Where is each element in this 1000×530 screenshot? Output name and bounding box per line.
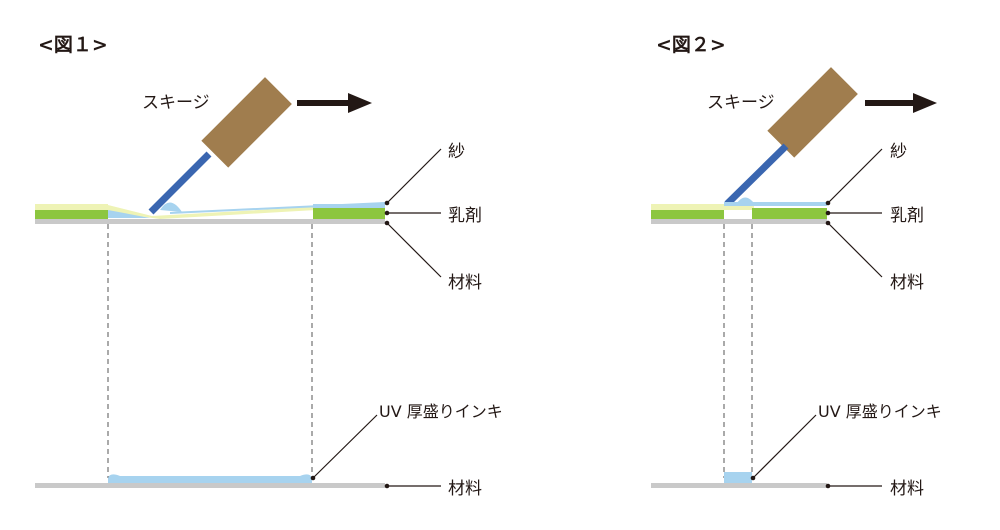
result-material-label: 材料 — [890, 479, 924, 499]
figure-2: <図２> スキージ 紗 乳剤 材料 — [651, 34, 942, 499]
emulsion-left — [35, 210, 108, 219]
printed-ink-2 — [724, 472, 752, 484]
figure-2-title: <図２> — [656, 34, 726, 56]
direction-arrow-2 — [865, 93, 937, 113]
ink-label: UV 厚盛りインキ — [379, 402, 503, 421]
figure-1: <図１> スキージ — [35, 34, 503, 499]
emulsion-right — [752, 208, 827, 219]
result-material-bar-1 — [35, 483, 385, 488]
figure-1-title: <図１> — [38, 34, 108, 56]
material-label: 材料 — [890, 273, 924, 293]
ink-opening-1 — [108, 210, 150, 218]
squeegee-label: スキージ — [707, 93, 775, 113]
mesh-label: 紗 — [448, 142, 465, 162]
result-material-bar-2 — [651, 483, 827, 488]
squeegee-label: スキージ — [142, 93, 210, 113]
material-bar-1 — [35, 219, 385, 224]
squeegee-body — [767, 67, 858, 158]
leaders-2 — [827, 148, 883, 278]
ink-bead — [160, 202, 182, 212]
emulsion-label: 乳剤 — [890, 206, 924, 226]
material-label: 材料 — [448, 273, 482, 293]
emulsion-right — [313, 208, 385, 219]
material-bar-2 — [651, 219, 827, 224]
squeegee-body — [201, 77, 292, 168]
emulsion-light-layer — [651, 204, 724, 210]
mesh-label: 紗 — [890, 142, 907, 162]
emulsion-label: 乳剤 — [448, 206, 482, 226]
ink-label: UV 厚盛りインキ — [818, 402, 942, 421]
emulsion-light-mid — [724, 206, 754, 210]
printed-ink-1 — [108, 474, 312, 484]
squeegee-blade — [148, 151, 212, 215]
direction-arrow-1 — [297, 93, 372, 113]
leaders-1 — [386, 148, 442, 278]
ink-opening-2 — [724, 210, 752, 219]
result-material-label: 材料 — [448, 479, 482, 499]
squeegee-1 — [148, 77, 292, 215]
squeegee-2 — [724, 67, 858, 207]
ink-film — [724, 202, 827, 206]
emulsion-left — [651, 210, 724, 219]
squeegee-blade — [724, 143, 789, 207]
emulsion-light-layer — [35, 204, 108, 210]
emulsion-light-right — [313, 204, 385, 208]
